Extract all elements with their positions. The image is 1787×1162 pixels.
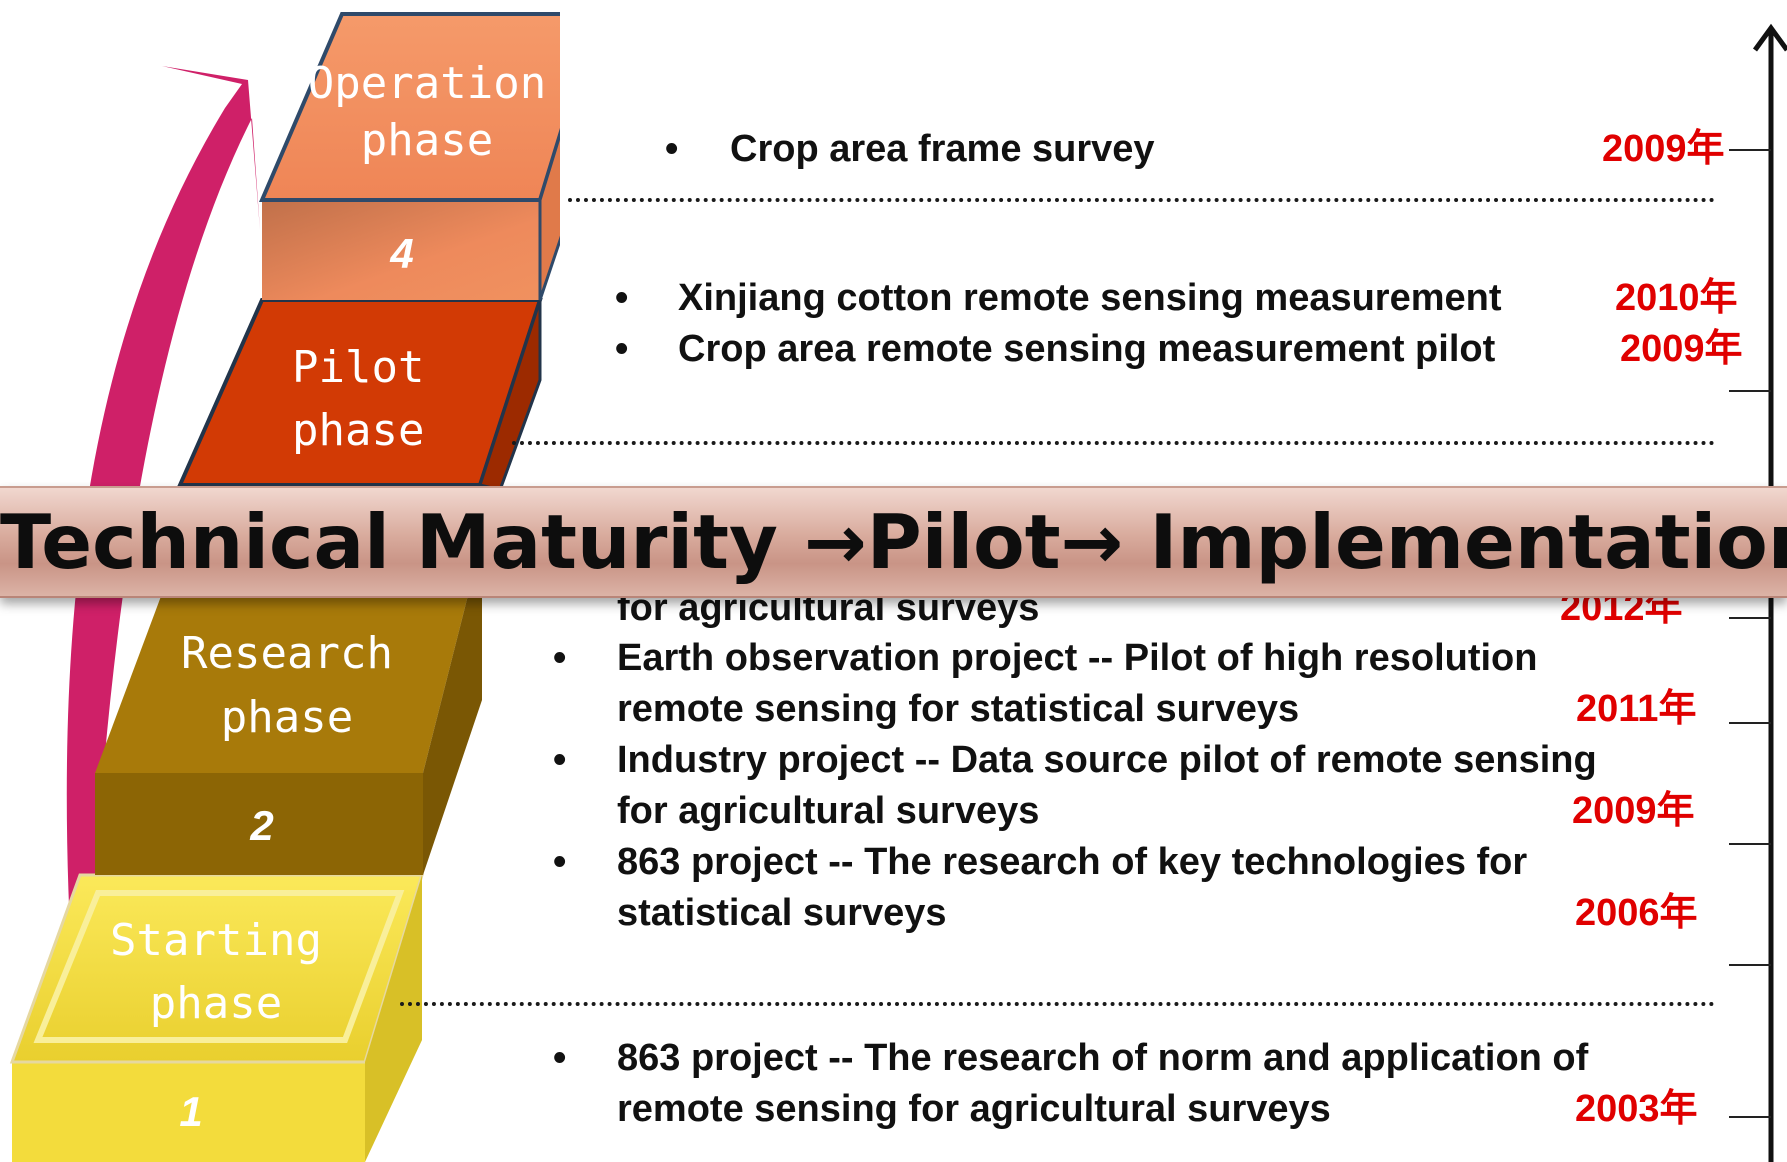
starting-item-line2: remote sensing for agricultural surveys	[617, 1088, 1331, 1130]
research-item-line1: 863 project -- The research of key techn…	[617, 841, 1528, 883]
research-item-line1: Industry project -- Data source pilot of…	[617, 739, 1597, 781]
operation-phase-label-2: phase	[361, 115, 493, 166]
operation-phase-number: 4	[389, 230, 413, 277]
phase-block-operation	[258, 12, 560, 301]
bullet: •	[553, 637, 567, 679]
banner-title: Technical Maturity →Pilot→ Implementatio…	[0, 498, 1787, 586]
timeline-tick	[1729, 390, 1771, 392]
research-item-year: 2006年	[1575, 892, 1698, 934]
starting-phase-label-1: Starting	[110, 915, 322, 966]
timeline-arrowhead	[1752, 23, 1787, 52]
research-item-year: 2009年	[1572, 790, 1695, 832]
bullet: •	[553, 739, 567, 781]
starting-item-line1: 863 project -- The research of norm and …	[617, 1037, 1589, 1079]
operation-item-year: 2009年	[1602, 128, 1725, 170]
bullet: •	[615, 328, 629, 370]
research-item-line2: statistical surveys	[617, 892, 947, 934]
timeline-tick	[1729, 964, 1771, 966]
starting-phase-label-2: phase	[150, 978, 282, 1029]
starting-phase-number: 1	[179, 1088, 202, 1135]
pilot-phase-label-2: phase	[292, 405, 424, 456]
research-item-line1: Earth observation project -- Pilot of hi…	[617, 637, 1538, 679]
pilot-item-text: Crop area remote sensing measurement pil…	[678, 328, 1496, 370]
operation-phase-label-1: Operation	[308, 58, 546, 109]
bullet: •	[665, 128, 679, 170]
pilot-item-year: 2010年	[1615, 277, 1738, 319]
timeline-tick	[1729, 843, 1771, 845]
bullet: •	[615, 277, 629, 319]
bullet: •	[553, 841, 567, 883]
research-phase-label-1: Research	[181, 628, 393, 679]
separator-pilot	[512, 441, 1715, 445]
research-item-line2: for agricultural surveys	[617, 790, 1040, 832]
timeline-tick	[1729, 722, 1771, 724]
timeline-tick	[1729, 617, 1771, 619]
title-banner: Technical Maturity →Pilot→ Implementatio…	[0, 486, 1787, 598]
operation-item-text: Crop area frame survey	[730, 128, 1155, 170]
pilot-item-year: 2009年	[1620, 328, 1743, 370]
research-phase-label-2: phase	[221, 692, 353, 743]
research-item-line2: remote sensing for statistical surveys	[617, 688, 1300, 730]
research-phase-number: 2	[249, 802, 273, 849]
bullet: •	[553, 1037, 567, 1079]
timeline-tick	[1729, 1116, 1771, 1118]
separator-starting	[400, 1002, 1715, 1006]
pilot-phase-label-1: Pilot	[292, 342, 424, 393]
starting-item-year: 2003年	[1575, 1088, 1698, 1130]
phase-block-research	[95, 540, 482, 875]
timeline-tick	[1729, 149, 1771, 151]
pilot-item-text: Xinjiang cotton remote sensing measureme…	[678, 277, 1502, 319]
phase-block-starting	[9, 873, 425, 1162]
separator-operation	[568, 198, 1715, 202]
research-item-year: 2011年	[1576, 688, 1697, 730]
